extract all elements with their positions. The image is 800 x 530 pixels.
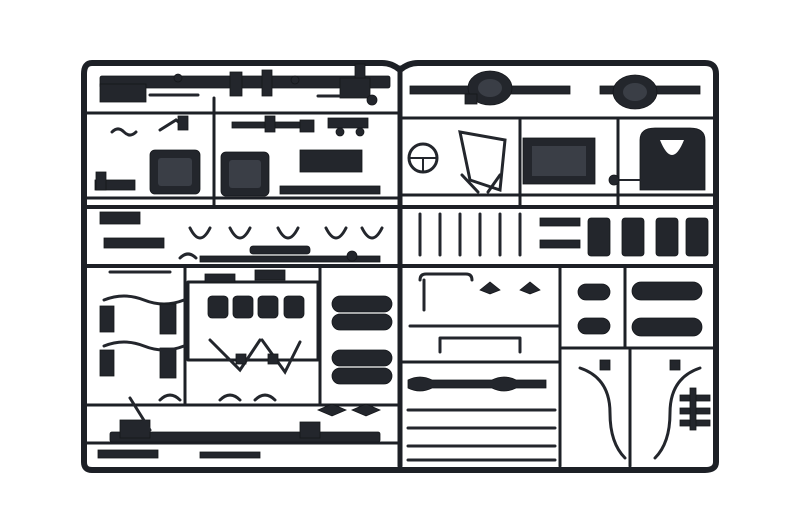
a-frame-bracket bbox=[458, 130, 507, 194]
small-parts-row-2 bbox=[99, 211, 384, 263]
small-parts-row-1 bbox=[110, 115, 369, 137]
suspension-brackets bbox=[99, 270, 186, 379]
rear-axle-housing-2 bbox=[599, 74, 701, 110]
long-rods bbox=[406, 408, 557, 462]
chassis-rail-lower bbox=[97, 396, 381, 459]
small-parts-row-4 bbox=[679, 387, 711, 431]
wishbone-arms bbox=[208, 338, 302, 375]
steering-wheel bbox=[407, 142, 439, 174]
grille-panel bbox=[522, 137, 596, 185]
sprue-frame bbox=[81, 60, 719, 473]
small-parts-row-3 bbox=[158, 393, 382, 417]
chassis-rail-upper bbox=[99, 63, 391, 106]
fifth-wheel-coupling bbox=[608, 127, 706, 191]
rear-axle-housing-1 bbox=[409, 70, 571, 106]
fender-supports bbox=[578, 359, 702, 460]
exhaust-pipes bbox=[418, 272, 541, 312]
small-parts-row-2-right bbox=[418, 212, 709, 257]
front-axle-beam bbox=[407, 376, 547, 392]
frame-crossmember-1 bbox=[408, 324, 560, 354]
fuel-tanks bbox=[94, 149, 381, 197]
air-tanks-left bbox=[331, 295, 393, 385]
air-tanks-right bbox=[577, 281, 703, 337]
spring-cylinders bbox=[204, 269, 305, 319]
